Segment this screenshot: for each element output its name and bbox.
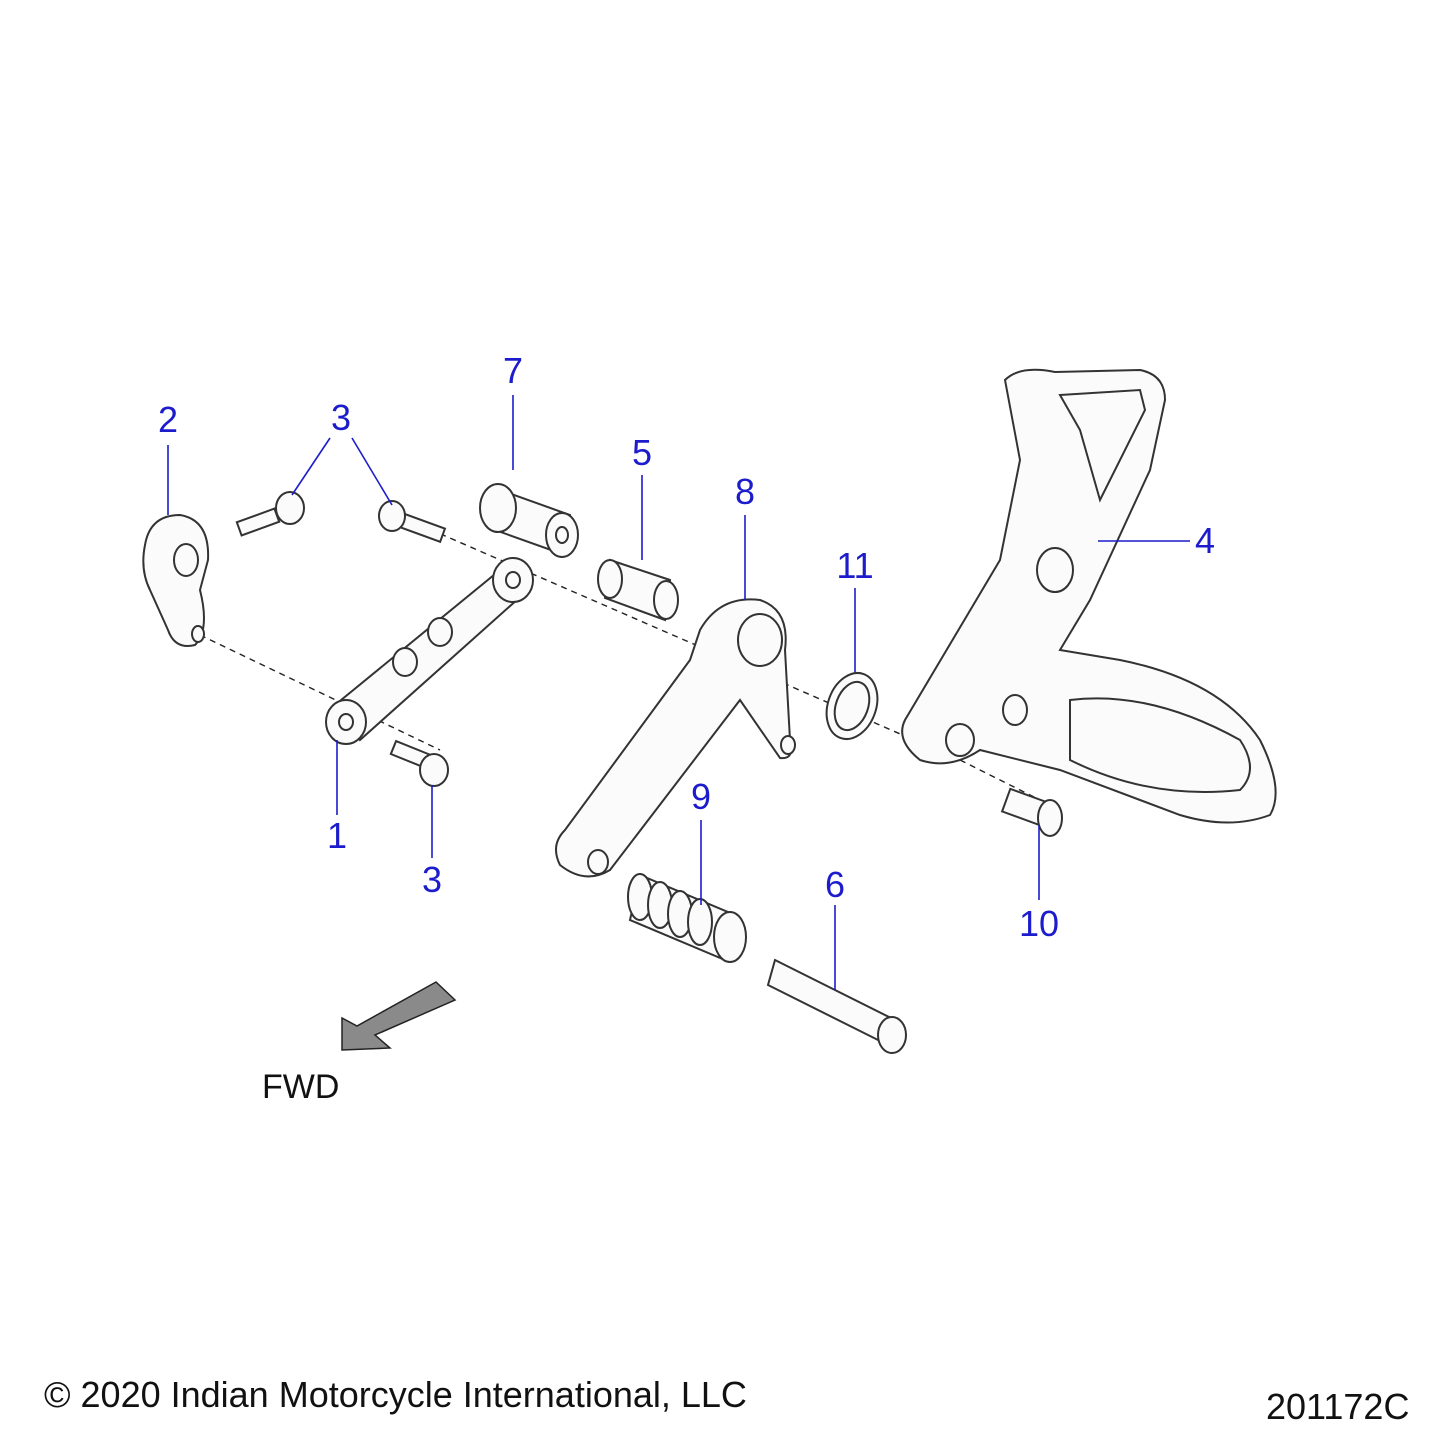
axis-line-3 <box>959 759 1041 801</box>
callout-3: 3 <box>330 397 352 438</box>
part-9-pedal-rubber <box>627 873 747 963</box>
callout-3: 3 <box>421 859 443 900</box>
part-1-shift-linkage-rod <box>325 557 534 745</box>
forward-direction-label: FWD <box>262 1068 340 1106</box>
part-2-shift-lever-clamp <box>142 513 210 647</box>
part-11-washer <box>825 672 879 740</box>
part-6-pivot-bolt <box>766 958 907 1054</box>
callout-10: 10 <box>1018 903 1060 944</box>
axis-line-1 <box>199 634 441 751</box>
callout-9: 9 <box>690 776 712 817</box>
part-3-bolt-b <box>378 500 447 544</box>
part-5-sleeve <box>597 558 679 622</box>
callout-8: 8 <box>734 471 756 512</box>
callout-7: 7 <box>502 350 524 391</box>
callout-11: 11 <box>836 545 874 586</box>
callout-4: 4 <box>1194 520 1216 561</box>
part-3-bolt-c <box>389 739 449 787</box>
part-10-shoulder-pin <box>1000 787 1063 837</box>
copyright-notice: © 2020 Indian Motorcycle International, … <box>44 1374 747 1415</box>
callout-6: 6 <box>824 864 846 905</box>
part-8-shift-pedal <box>555 598 796 878</box>
part-4-footpeg-bracket <box>901 368 1277 824</box>
forward-arrow-icon <box>341 981 457 1051</box>
part-3-bolt-a <box>235 491 305 537</box>
callout-2: 2 <box>157 399 179 440</box>
callout-5: 5 <box>631 432 653 473</box>
leader-lines <box>167 395 1190 990</box>
callout-1: 1 <box>326 815 348 856</box>
part-7-flanged-bushing <box>479 483 579 558</box>
diagram-code: 201172C <box>1266 1386 1410 1427</box>
